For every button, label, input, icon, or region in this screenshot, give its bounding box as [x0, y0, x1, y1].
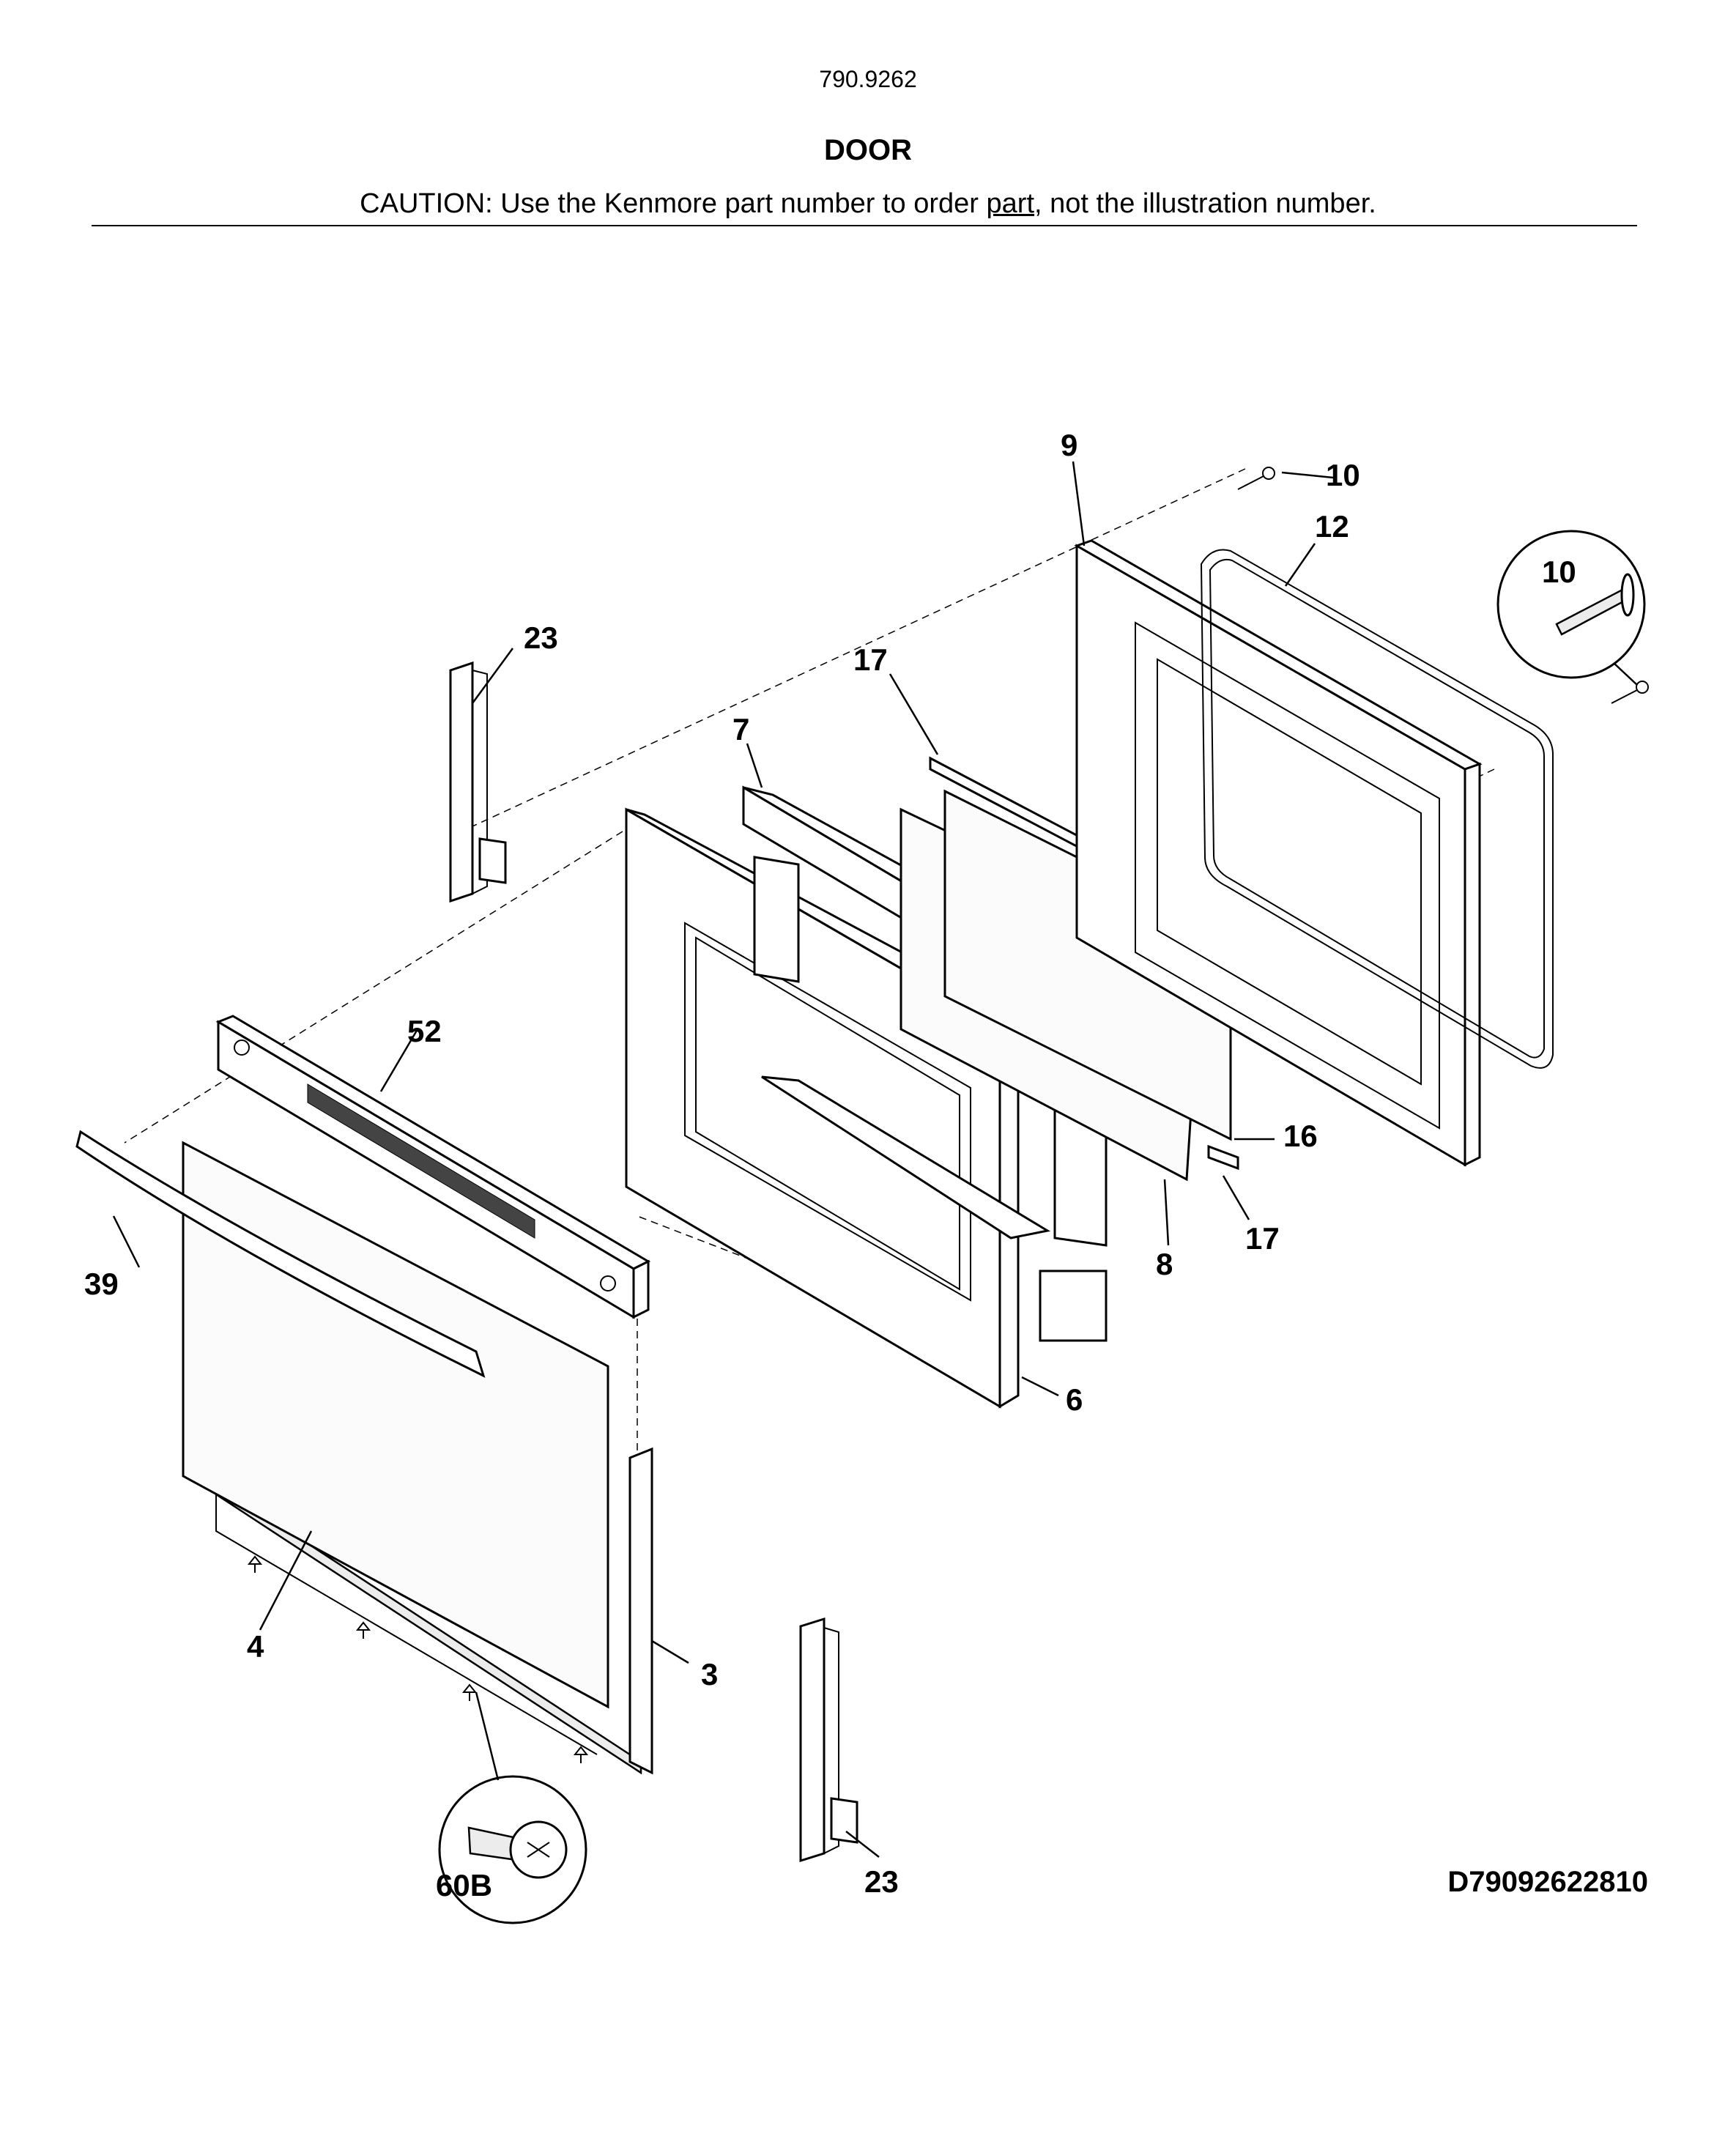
liner-screws [1237, 467, 1649, 704]
hinge-bottom [799, 1617, 858, 1863]
door-gasket [1200, 549, 1554, 1069]
screw-icon [461, 1683, 478, 1701]
leader-lines [112, 461, 1334, 1858]
detail-circle-10 [1496, 530, 1646, 686]
callout-6: 6 [1066, 1382, 1083, 1417]
header-rule [92, 225, 1637, 226]
screw-icon [573, 1746, 589, 1763]
model-number: 790.9262 [819, 66, 917, 92]
door-handle [75, 1130, 486, 1378]
screw-icon [247, 1555, 263, 1573]
callout-12: 12 [1315, 509, 1349, 544]
vent-trim [215, 1015, 651, 1319]
section-title: DOOR [824, 134, 912, 166]
callout-17-bottom: 17 [1245, 1221, 1280, 1256]
outer-door-glass [182, 1141, 642, 1775]
detail-circle-60b [438, 1775, 587, 1924]
callout-16: 16 [1283, 1119, 1318, 1153]
callout-60b: 60B [436, 1868, 492, 1902]
hinge-top [449, 661, 507, 903]
diagram-code: D79092622810 [1447, 1866, 1648, 1898]
callout-23-top: 23 [524, 620, 558, 655]
callout-23-bottom: 23 [864, 1864, 899, 1899]
caution-prefix: CAUTION: Use the Kenmore part number to … [360, 188, 987, 219]
callout-9: 9 [1061, 428, 1077, 462]
callout-labels: 9 10 12 10 17 7 23 52 39 16 17 8 6 3 4 6… [84, 428, 1576, 1902]
side-trim [628, 1447, 653, 1775]
inner-door-liner [1074, 539, 1483, 1167]
screw-icon [355, 1621, 371, 1639]
callout-3: 3 [701, 1657, 718, 1691]
callout-8: 8 [1156, 1247, 1173, 1281]
caution-suffix: , not the illustration number. [1034, 188, 1376, 219]
door-screws [247, 1555, 589, 1763]
callout-10: 10 [1326, 458, 1360, 492]
callout-10-detail: 10 [1542, 555, 1576, 589]
callout-39: 39 [84, 1267, 119, 1301]
caution-part-link: part [986, 188, 1034, 219]
callout-52: 52 [407, 1014, 442, 1048]
callout-4: 4 [247, 1629, 264, 1664]
callout-17-top: 17 [853, 642, 888, 677]
callout-7: 7 [732, 712, 749, 746]
caution-note: CAUTION: Use the Kenmore part number to … [0, 188, 1736, 220]
